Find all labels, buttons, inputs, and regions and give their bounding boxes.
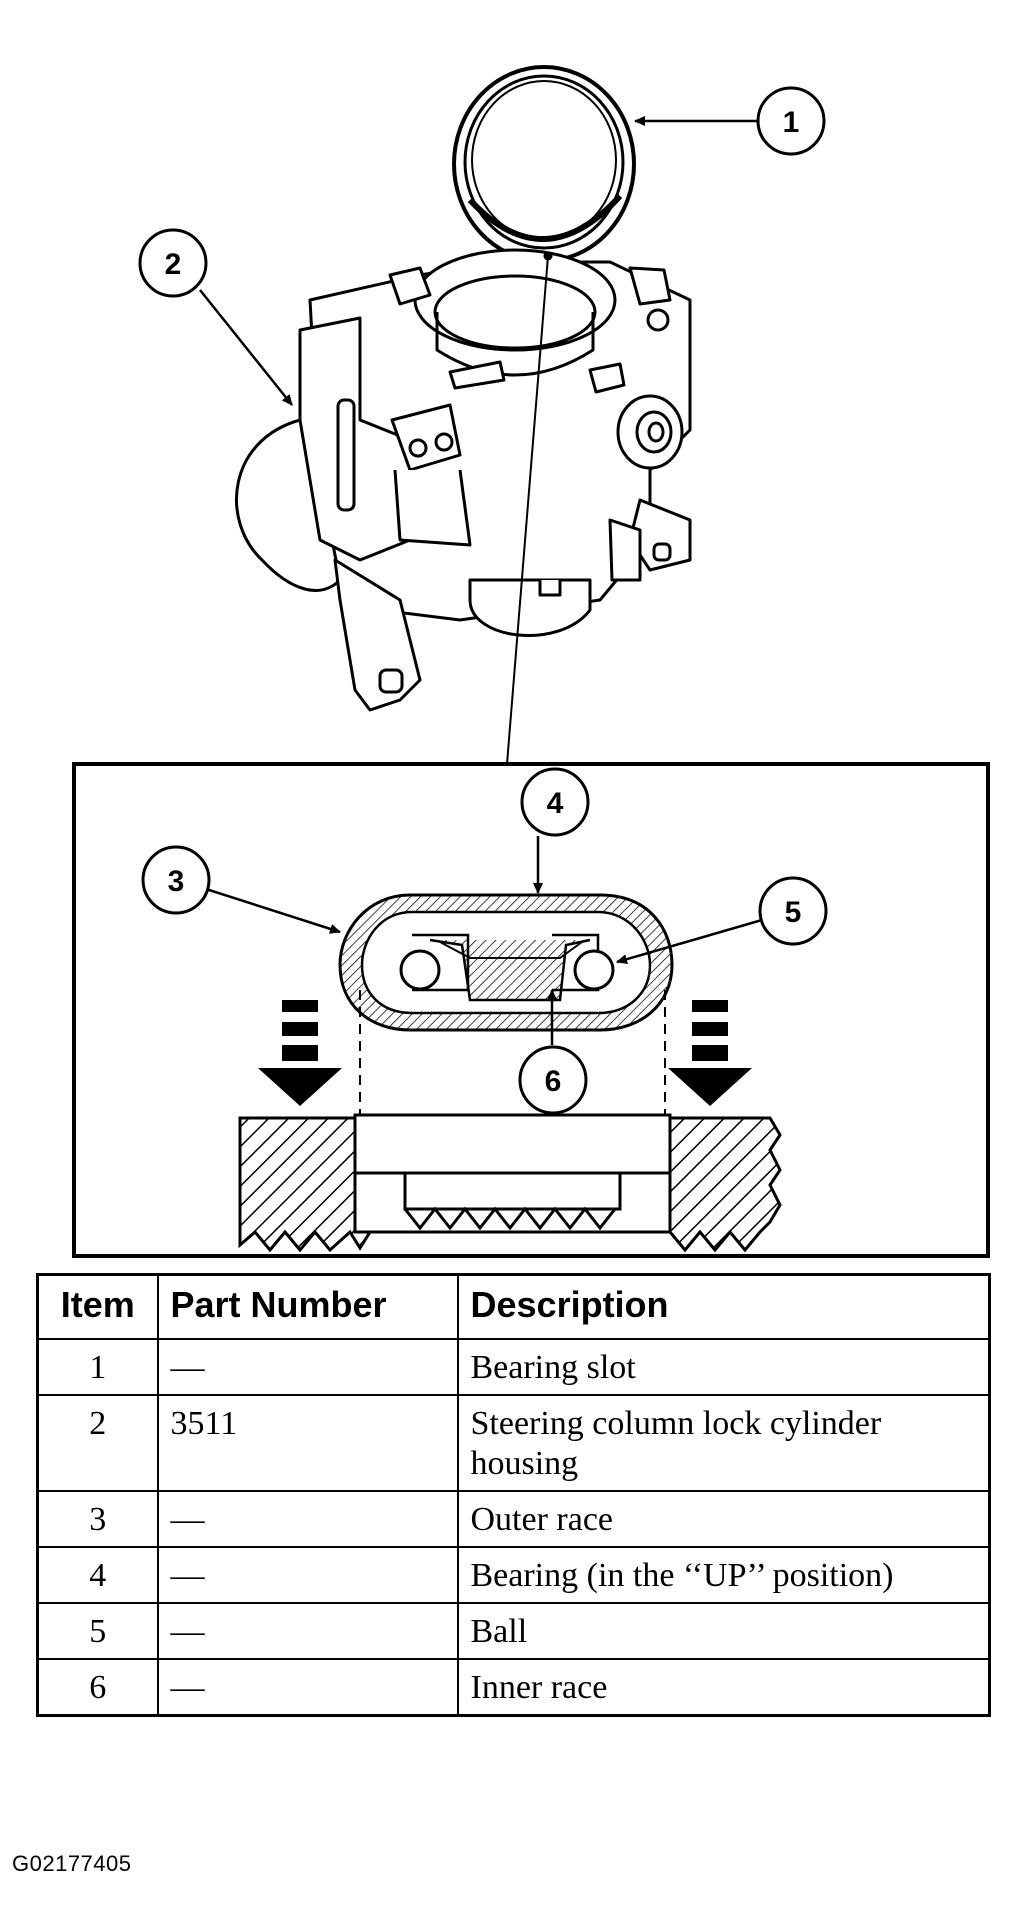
table-row: 4 — Bearing (in the ‘‘UP’’ position) — [36, 1546, 991, 1604]
svg-text:2: 2 — [165, 248, 182, 281]
lock-cylinder-housing — [234, 248, 692, 712]
item-number: 5 — [36, 1602, 159, 1660]
svg-text:4: 4 — [547, 787, 564, 820]
part-number: — — [156, 1546, 459, 1604]
parts-table: Item Part Number Description 1 — Bearing… — [36, 1273, 991, 1717]
description: Steering column lock cylinder housing — [456, 1394, 991, 1492]
detail-leader-line — [506, 255, 549, 765]
table-header-row: Item Part Number Description — [36, 1273, 991, 1340]
table-row: 3 — Outer race — [36, 1490, 991, 1548]
callout-2: 2 — [138, 228, 293, 406]
bearing-cross-section — [338, 893, 674, 1032]
table-row: 1 — Bearing slot — [36, 1338, 991, 1396]
svg-text:5: 5 — [785, 896, 802, 929]
item-number: 2 — [36, 1394, 159, 1492]
description: Bearing slot — [456, 1338, 991, 1396]
table-row: 6 — Inner race — [36, 1658, 991, 1717]
leader-dot — [543, 251, 553, 261]
item-number: 4 — [36, 1546, 159, 1604]
part-number: — — [156, 1602, 459, 1660]
detail-box — [72, 762, 990, 1258]
description: Inner race — [456, 1658, 991, 1717]
item-number: 1 — [36, 1338, 159, 1396]
callout-5: 5 — [616, 876, 828, 965]
header-description: Description — [456, 1273, 991, 1340]
part-number: — — [156, 1490, 459, 1548]
callout-6: 6 — [518, 989, 588, 1115]
callout-4: 4 — [520, 767, 590, 894]
header-item: Item — [36, 1273, 159, 1340]
part-number: — — [156, 1658, 459, 1717]
exploded-view-diagram: 1 2 — [72, 65, 990, 1258]
table-row: 2 3511 Steering column lock cylinder hou… — [36, 1394, 991, 1492]
description: Ball — [456, 1602, 991, 1660]
bearing-ring — [452, 65, 636, 263]
item-number: 6 — [36, 1658, 159, 1717]
callout-1: 1 — [634, 86, 826, 156]
press-base — [238, 1113, 782, 1253]
item-number: 3 — [36, 1490, 159, 1548]
table-row: 5 — Ball — [36, 1602, 991, 1660]
press-arrow-left — [258, 1000, 342, 1106]
description: Bearing (in the ‘‘UP’’ position) — [456, 1546, 991, 1604]
svg-text:1: 1 — [783, 106, 800, 139]
figure-id: G02177405 — [12, 1851, 132, 1876]
press-arrow-right — [668, 1000, 752, 1106]
svg-text:3: 3 — [168, 865, 185, 898]
part-number: 3511 — [156, 1394, 459, 1492]
header-part-number: Part Number — [156, 1273, 459, 1340]
callout-3: 3 — [141, 845, 341, 934]
svg-text:6: 6 — [545, 1065, 562, 1098]
part-number: — — [156, 1338, 459, 1396]
description: Outer race — [456, 1490, 991, 1548]
